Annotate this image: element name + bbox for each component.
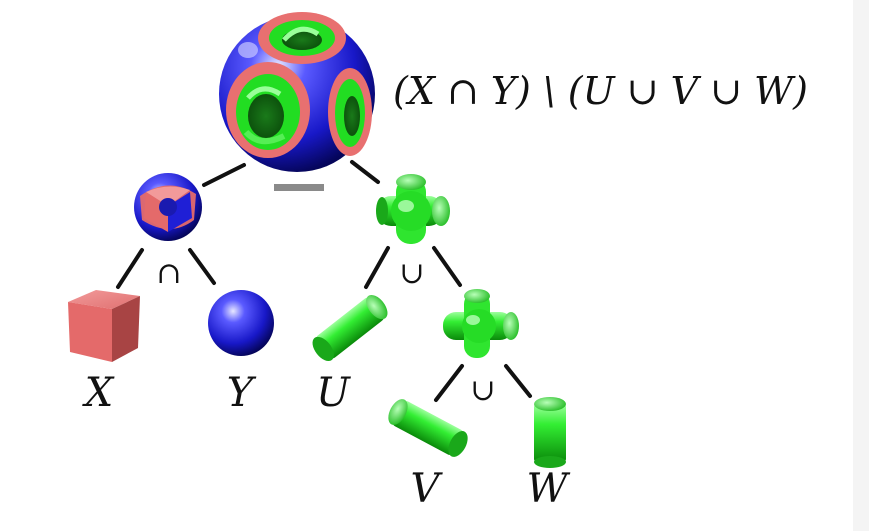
label-w: W [526,466,570,512]
edge-union-to-u [364,246,390,289]
edge-union-to-inner-union [432,246,462,287]
difference-operator [274,184,324,191]
edge-root-to-union [350,160,380,184]
cylinder-u-shape [312,294,388,362]
edge-inner-union-to-w [504,364,532,398]
label-v: V [411,466,444,512]
union-operator-top: ∪ [399,256,424,291]
union-result-shape [376,174,450,244]
right-edge-strip [853,0,869,531]
label-u: U [316,370,351,416]
intersection-operator: ∩ [156,256,181,291]
inner-union-shape [443,289,519,358]
edge-intersection-to-x [116,248,144,289]
cylinder-w-shape [534,397,566,468]
label-y: Y [227,370,257,416]
cylinder-v-shape [388,399,468,457]
tree-edges [116,160,532,402]
cube-x-shape [68,290,140,362]
expression-label: (X ∩ Y) \ (U ∪ V ∪ W) [393,69,808,113]
sphere-y-shape [208,290,274,356]
edge-intersection-to-y [188,248,216,285]
intersection-result-shape [134,173,202,241]
root-result-shape [219,12,375,172]
label-x: X [82,370,115,416]
edge-root-to-intersection [202,163,246,187]
union-operator-bottom: ∪ [470,373,495,408]
edge-inner-union-to-v [434,364,464,402]
